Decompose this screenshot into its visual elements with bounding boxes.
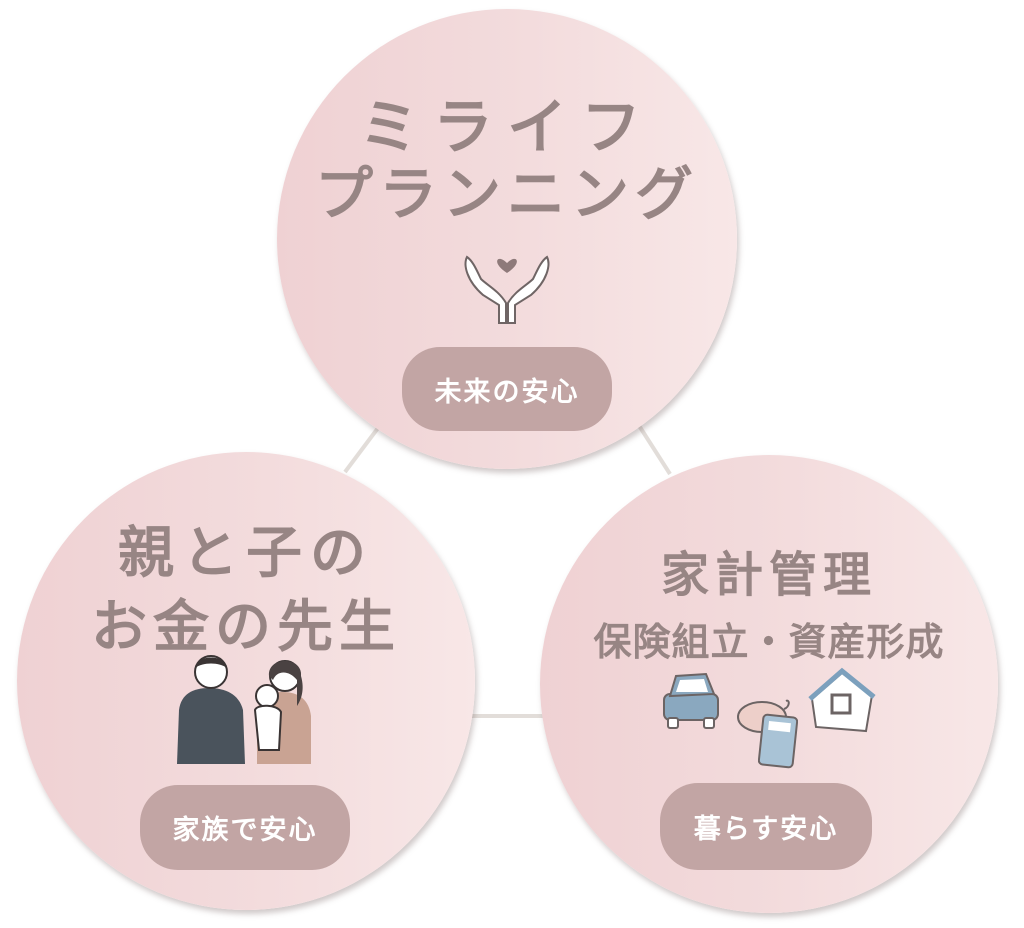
- house-icon: [808, 667, 876, 733]
- circle-title-line2: プランニング: [314, 160, 699, 228]
- circle-title-line1: 家計管理: [660, 547, 877, 603]
- hands-heart-icon: [464, 255, 550, 324]
- circle-title-line2: お金の先生: [91, 595, 401, 660]
- calculator-icon: [758, 713, 798, 769]
- connector-top-right: [636, 422, 672, 476]
- circle-household-finance: 家計管理 保険組立・資産形成 暮らす安心: [540, 455, 998, 913]
- circle-title-line1: 親と子の: [118, 521, 374, 586]
- car-icon: [663, 672, 719, 729]
- circle-title-line1: ミライフ: [359, 93, 655, 163]
- connector-top-left: [343, 426, 380, 474]
- circle-mirai-planning: ミライフ プランニング 未来の安心: [277, 9, 737, 469]
- badge-kurasu-anshin: 暮らす安心: [660, 783, 872, 870]
- badge-mirai-anshin: 未来の安心: [402, 347, 612, 431]
- family-icon: [177, 655, 311, 764]
- circle-oyako-money: 親と子の お金の先生 家族で安心: [17, 452, 475, 910]
- circle-title-line2: 保険組立・資産形成: [593, 620, 945, 664]
- badge-kazoku-anshin: 家族で安心: [140, 785, 350, 870]
